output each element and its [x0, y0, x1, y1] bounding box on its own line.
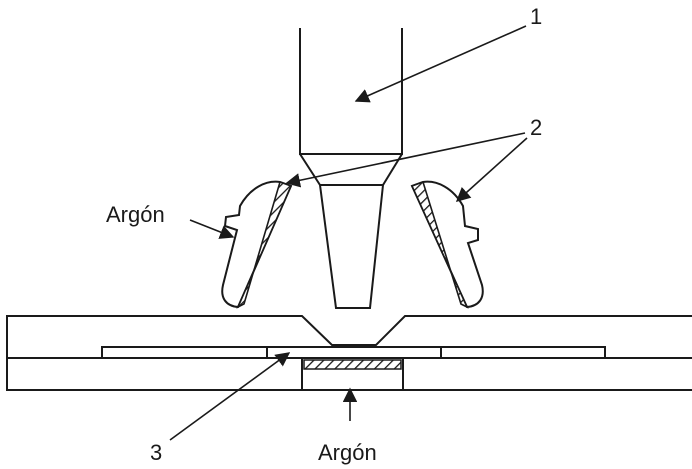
leader-lines	[169, 25, 528, 441]
sample-hatched	[303, 359, 402, 370]
torch-shaft	[299, 28, 403, 155]
label-argon-bottom: Argón	[318, 440, 377, 465]
label-part-1: 1	[530, 4, 542, 29]
right-gas-shield	[410, 180, 484, 309]
torch-cone-left-edge	[299, 153, 321, 186]
label-argon-left: Argón	[106, 202, 165, 227]
right-shield-hatched-insert	[410, 180, 469, 309]
upper-plate	[6, 315, 692, 391]
work-strip	[101, 346, 606, 359]
leader-2-left	[285, 132, 526, 188]
leader-3	[169, 352, 291, 441]
gas-left-arrow	[189, 219, 235, 239]
nozzle-tip	[318, 184, 385, 309]
leader-2-right	[455, 137, 528, 202]
right-shield-housing	[410, 180, 484, 309]
base-plate-assembly	[6, 315, 692, 391]
label-part-3: 3	[150, 440, 162, 465]
left-shield-hatched-insert	[236, 180, 293, 309]
label-part-2: 2	[530, 115, 542, 140]
left-shield-housing	[221, 180, 293, 309]
leader-1	[354, 25, 527, 103]
left-gas-shield	[221, 180, 293, 309]
torch-electrode	[299, 28, 403, 309]
